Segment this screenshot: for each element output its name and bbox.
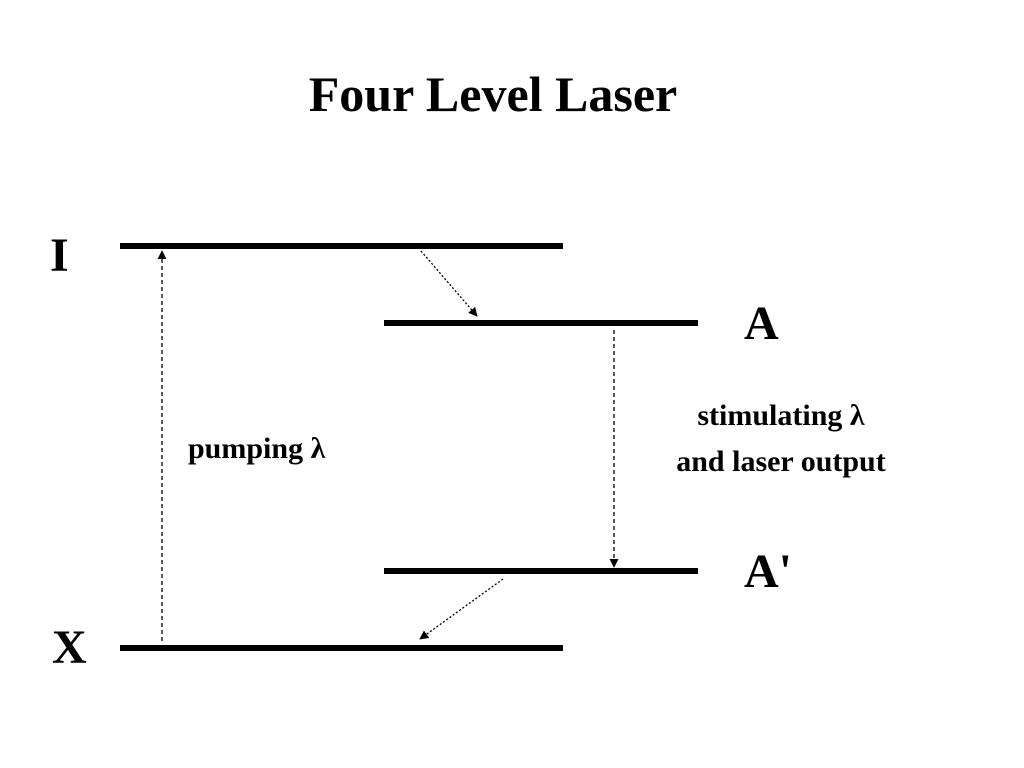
pumping-label: pumping λ bbox=[188, 432, 326, 465]
diagram-title: Four Level Laser bbox=[308, 66, 678, 122]
stimulating-label: stimulating λ and laser output bbox=[640, 393, 922, 485]
decay-arrow-A-prime-to-X bbox=[419, 578, 504, 640]
stimulating-label-line2: and laser output bbox=[676, 445, 886, 478]
level-label-A: A bbox=[744, 297, 779, 350]
level-label-A-prime: A' bbox=[744, 545, 792, 598]
level-label-I: I bbox=[50, 229, 69, 282]
stimulating-label-line1: stimulating λ bbox=[697, 399, 865, 432]
level-label-X: X bbox=[52, 621, 87, 674]
decay-arrow-I-to-A bbox=[420, 250, 478, 317]
